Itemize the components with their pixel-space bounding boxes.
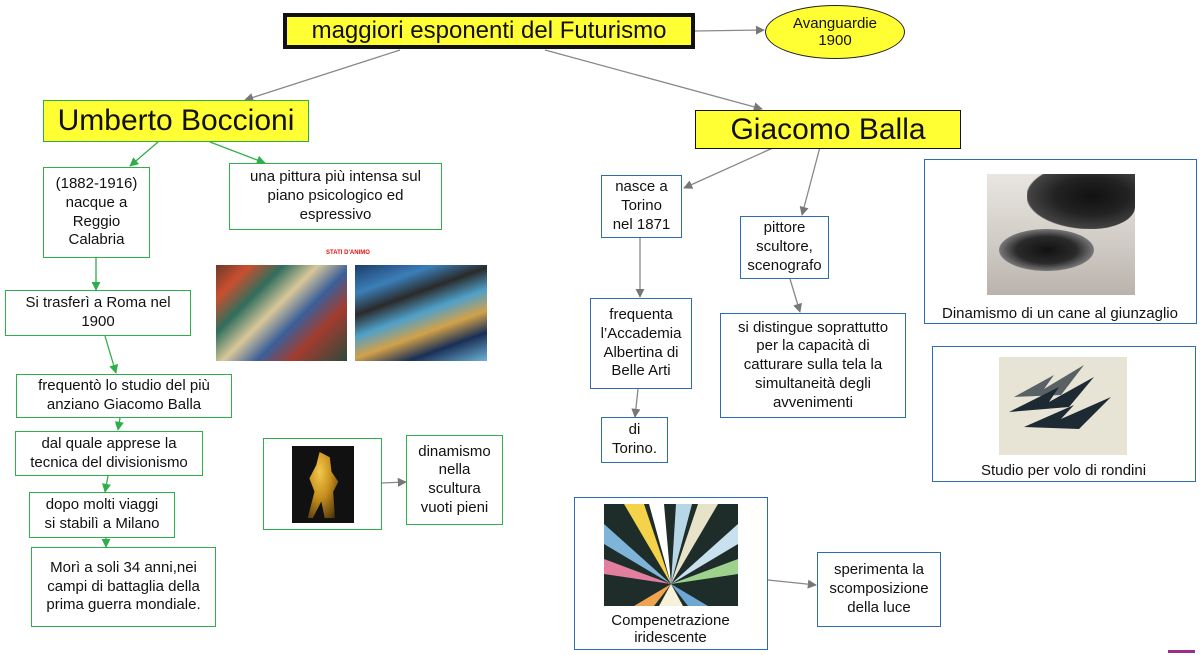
link-title-boccioni xyxy=(244,49,401,102)
balla-torino-text: di Torino. xyxy=(611,421,658,457)
balla-born-text: nasce a Torino nel 1871 xyxy=(612,178,671,233)
page-title: maggiori esponenti del Futurismo xyxy=(283,13,695,49)
link-sculpture-text xyxy=(381,477,407,487)
boccioni-rome-box: Si trasferì a Roma nel 1900 xyxy=(5,290,191,336)
sculpture-image-box xyxy=(263,438,382,530)
link-roles-distingue xyxy=(789,278,802,313)
boccioni-dates-box: (1882-1916) nacque a Reggio Calabria xyxy=(43,167,150,258)
boccioni-death-box: Morì a soli 34 anni,nei campi di battagl… xyxy=(31,547,216,627)
dog-painting-dog xyxy=(999,229,1094,271)
sculpture-text-box: dinamismo nella scultura vuoti pieni xyxy=(406,435,503,525)
link-accademia-torino xyxy=(631,388,641,418)
balla-distingue-text: si distingue soprattutto per la capacità… xyxy=(737,318,889,411)
stati-d-animo-label: STATI D'ANIMO xyxy=(326,250,370,256)
link-title-balla xyxy=(544,49,763,112)
dog-painting-box: Dinamismo di un cane al giunzaglio xyxy=(924,159,1197,324)
sculpture-text: dinamismo nella scultura vuoti pieni xyxy=(418,442,491,516)
corner-mark xyxy=(1168,650,1195,653)
swallows-painting-image xyxy=(999,357,1127,455)
dog-painting-legs xyxy=(1027,174,1135,229)
boccioni-rome-text: Si trasferì a Roma nel 1900 xyxy=(25,294,171,330)
iridescent-pattern xyxy=(604,504,738,606)
sculpture-image xyxy=(292,446,354,523)
swallows-sketch xyxy=(1009,365,1111,429)
balla-luce-text: sperimenta la scomposizione della luce xyxy=(829,561,929,616)
balla-heading: Giacomo Balla xyxy=(695,110,961,149)
balla-accademia-box: frequenta l’Accademia Albertina di Belle… xyxy=(590,298,692,389)
link-rome-studio xyxy=(104,335,119,374)
avanguardie-bubble: Avanguardie 1900 xyxy=(765,5,905,59)
iridescent-painting-image xyxy=(604,504,738,606)
iridescent-painting-caption: Compenetrazione iridescente xyxy=(611,612,730,647)
link-title-bubble xyxy=(694,25,765,35)
link-boccioni-dates xyxy=(129,141,159,167)
link-div-milano xyxy=(102,475,111,493)
balla-luce-box: sperimenta la scomposizione della luce xyxy=(817,552,941,627)
swallows-painting-caption: Studio per volo di rondini xyxy=(980,462,1147,479)
link-boccioni-painting xyxy=(209,141,266,165)
balla-roles-box: pittore scultore, scenografo xyxy=(740,216,829,279)
balla-accademia-text: frequenta l’Accademia Albertina di Belle… xyxy=(600,306,682,380)
boccioni-dates-text: (1882-1916) nacque a Reggio Calabria xyxy=(55,175,138,249)
boccioni-milano-text: dopo molti viaggi si stabilì a Milano xyxy=(44,496,160,532)
boccioni-painting-text: una pittura più intensa sul piano psicol… xyxy=(250,168,421,223)
dog-painting-image xyxy=(987,174,1135,295)
dog-painting-caption: Dinamismo di un cane al giunzaglio xyxy=(942,305,1178,322)
boccioni-milano-box: dopo molti viaggi si stabilì a Milano xyxy=(29,492,175,538)
iridescent-painting-box: Compenetrazione iridescente xyxy=(574,497,768,650)
link-balla-roles xyxy=(799,146,821,216)
boccioni-studio-box: frequentò lo studio del più anziano Giac… xyxy=(16,374,232,418)
link-studio-div xyxy=(114,417,124,431)
balla-heading-text: Giacomo Balla xyxy=(730,112,926,146)
boccioni-painting-box: una pittura più intensa sul piano psicol… xyxy=(229,163,442,230)
sculpture-figure xyxy=(307,452,339,518)
balla-distingue-box: si distingue soprattutto per la capacità… xyxy=(720,313,906,418)
boccioni-heading-text: Umberto Boccioni xyxy=(57,104,295,138)
boccioni-divisionismo-box: dal quale apprese la tecnica del divisio… xyxy=(15,431,203,476)
balla-torino-box: di Torino. xyxy=(601,417,668,463)
boccioni-heading: Umberto Boccioni xyxy=(43,100,309,142)
boccioni-death-text: Morì a soli 34 anni,nei campi di battagl… xyxy=(46,558,201,614)
link-iridescent-luce xyxy=(767,579,817,589)
avanguardie-bubble-text: Avanguardie 1900 xyxy=(793,14,877,49)
balla-born-box: nasce a Torino nel 1871 xyxy=(601,175,682,238)
balla-roles-text: pittore scultore, scenografo xyxy=(747,219,822,274)
stati-painting-left xyxy=(216,265,347,361)
link-balla-born xyxy=(683,146,776,189)
boccioni-studio-text: frequentò lo studio del più anziano Giac… xyxy=(38,377,210,413)
page-title-text: maggiori esponenti del Futurismo xyxy=(311,17,667,44)
stati-d-animo-image: STATI D'ANIMO xyxy=(213,242,490,363)
swallows-painting-box: Studio per volo di rondini xyxy=(932,346,1196,482)
boccioni-divisionismo-text: dal quale apprese la tecnica del divisio… xyxy=(30,434,188,471)
stati-painting-right xyxy=(355,265,487,361)
